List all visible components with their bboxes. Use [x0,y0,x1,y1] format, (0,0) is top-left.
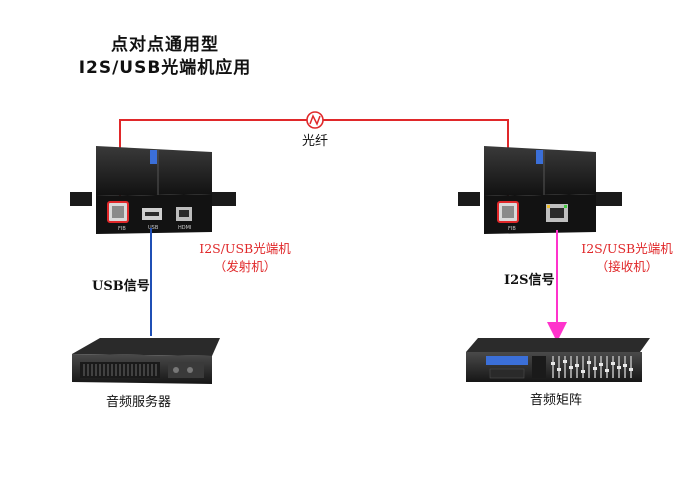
fiber-symbol-icon [306,111,324,129]
transmitter-role-label: （发射机） [213,259,277,274]
audio-matrix-icon [466,338,650,382]
receiver-role-label: （接收机） [595,259,659,274]
diagram-title-line1: 点对点通用型 [111,35,219,55]
receiver-name-label: I2S/USB光端机 [581,241,673,256]
diagram-title-line2: I2S/USB光端机应用 [78,58,252,78]
fiber-label: 光纤 [302,134,329,149]
transmitter-name-label: I2S/USB光端机 [199,241,291,256]
transmitter-unit [70,146,236,234]
tx-port-fib-label: FIB [118,226,126,232]
i2s-signal-label: I2S信号 [504,273,555,288]
audio-server-label: 音频服务器 [106,395,172,410]
receiver-unit [458,146,622,234]
audio-matrix-label: 音频矩阵 [530,393,583,408]
rx-port-fib-label: FIB [508,226,516,232]
tx-port-usb-label: USB [148,225,159,231]
tx-port-hdmi-label: HDMI [178,225,191,231]
audio-server-icon [72,338,220,384]
usb-signal-label: USB信号 [92,279,150,294]
